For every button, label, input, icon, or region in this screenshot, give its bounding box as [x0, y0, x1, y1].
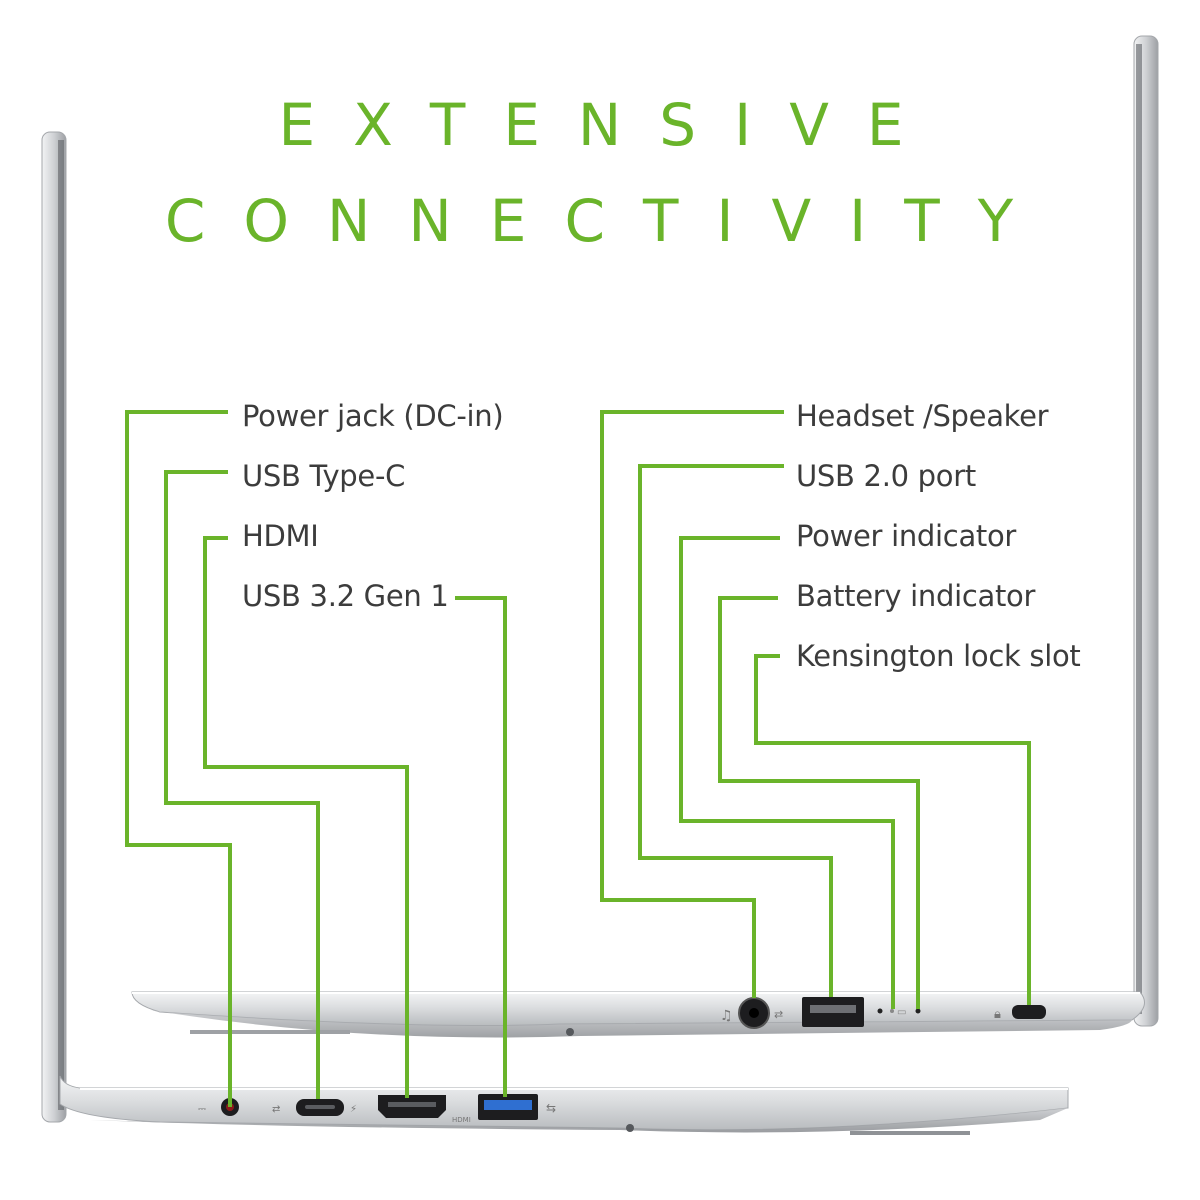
label-power-indicator: Power indicator — [796, 519, 1017, 553]
left-laptop-vent — [850, 1131, 970, 1135]
hdmi-port-mark: HDMI — [452, 1116, 471, 1124]
battery-icon: ▭ — [897, 1007, 906, 1018]
headset-icon: ♫ — [720, 1008, 733, 1024]
callout-kensington — [754, 654, 1031, 1005]
headline-line-1: EXTENSIVE — [278, 91, 942, 159]
label-headset-speaker: Headset /Speaker — [796, 399, 1049, 433]
right-laptop-vent — [190, 1030, 350, 1034]
usb-3-2-gen-1-port: ⇆ — [478, 1094, 556, 1120]
callout-headset — [600, 410, 784, 998]
label-usb-2-0-port: USB 2.0 port — [796, 459, 976, 493]
callout-lines — [125, 410, 1031, 1107]
callout-power-indicator — [679, 536, 895, 1009]
callout-power-jack — [125, 410, 232, 1107]
right-laptop-foot — [566, 1028, 574, 1036]
battery-indicator-led — [915, 1008, 921, 1014]
callout-hdmi — [203, 536, 409, 1098]
headset-jack: ♫ ⇄ — [720, 997, 783, 1029]
usb-type-c-port: ⇄ ⚡︎ — [272, 1099, 357, 1116]
callout-usb-2-0 — [638, 464, 833, 997]
lock-icon: 🔒︎ — [994, 1007, 1001, 1022]
usb-symbol-icon: ⇄ — [774, 1008, 783, 1021]
headline-line-2: CONNECTIVITY — [164, 187, 1052, 255]
hdmi-port: HDMI — [378, 1095, 471, 1124]
callout-usb-type-c — [164, 470, 320, 1099]
left-laptop-foot — [626, 1124, 634, 1132]
thunder-icon: ⚡︎ — [350, 1104, 357, 1115]
left-side-laptop: ⎓ ⇄ ⚡︎ HDMI ⇆ — [41, 131, 1069, 1135]
label-usb-3-2-gen-1: USB 3.2 Gen 1 — [242, 579, 449, 613]
callout-battery-indicator — [718, 596, 920, 1009]
label-hdmi: HDMI — [242, 519, 319, 553]
label-battery-indicator: Battery indicator — [796, 579, 1036, 613]
kensington-lock-slot: 🔒︎ — [994, 1005, 1046, 1022]
label-power-jack: Power jack (DC-in) — [242, 399, 504, 433]
right-side-laptop: ♫ ⇄ ▭ 🔒︎ — [131, 35, 1159, 1038]
label-usb-type-c: USB Type-C — [242, 459, 406, 493]
left-laptop-base — [59, 1075, 1069, 1131]
dc-symbol-icon: ⎓ — [198, 1104, 206, 1115]
label-kensington-lock-slot: Kensington lock slot — [796, 639, 1081, 673]
usb-2-0-port — [802, 997, 864, 1027]
power-indicator-led — [877, 1008, 883, 1014]
usb-c-icon: ⇄ — [272, 1104, 280, 1115]
status-indicators: ▭ — [877, 1007, 921, 1018]
usb-power-icon: ⇆ — [546, 1101, 556, 1115]
callout-usb-3-2-gen-1 — [455, 596, 507, 1097]
